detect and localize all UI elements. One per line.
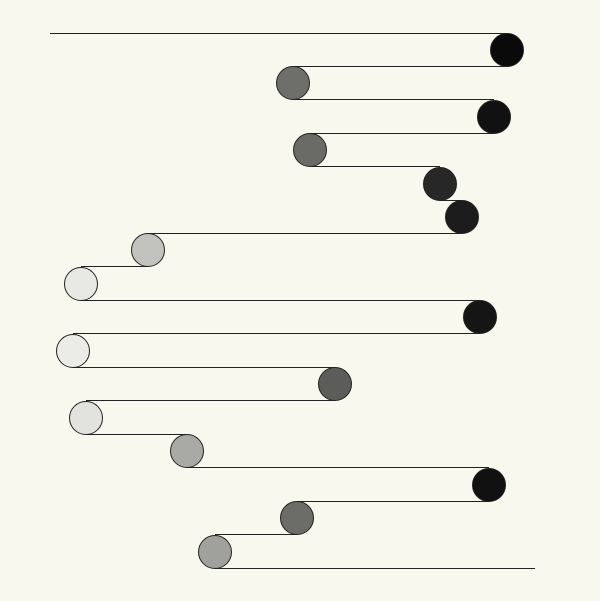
bead-node [170,434,204,468]
bead-node [64,267,98,301]
bead-node [472,468,506,502]
bead-node [463,300,497,334]
bead-node [276,66,310,100]
connector-lines [50,33,535,569]
bead-node [490,33,524,67]
bead-node [423,167,457,201]
bead-node [131,233,165,267]
bead-nodes [56,33,524,569]
bead-node [69,401,103,435]
bead-node [198,535,232,569]
bead-node [56,334,90,368]
bead-node [280,501,314,535]
bead-node [445,200,479,234]
bead-node [477,100,511,134]
bead-node [293,133,327,167]
bead-node [318,367,352,401]
